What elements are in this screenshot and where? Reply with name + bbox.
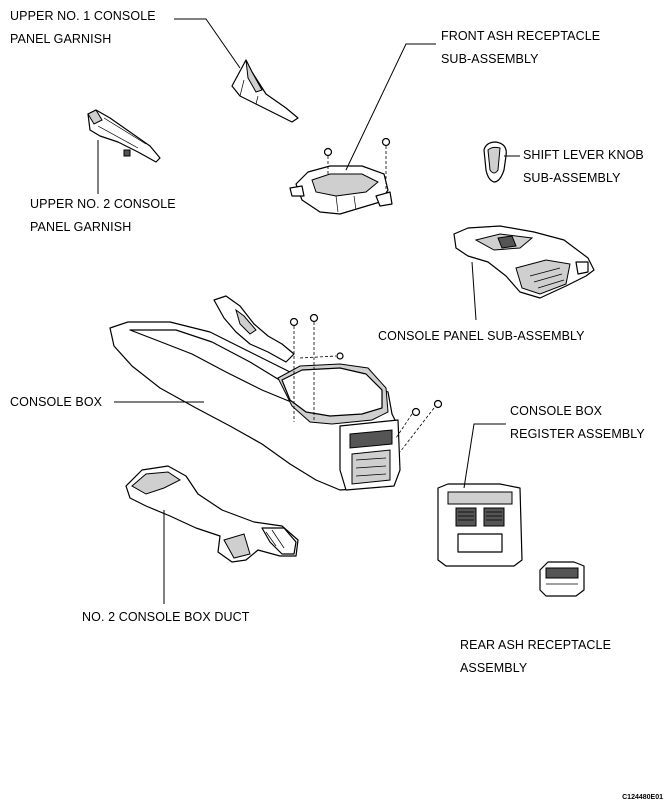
leader-console-panel [471,261,477,321]
label-console-box: CONSOLE BOX [10,395,103,409]
label-line: UPPER NO. 1 CONSOLE [10,9,156,23]
console-panel-sub-assembly-part [453,225,595,299]
label-line: SHIFT LEVER KNOB [523,148,644,162]
figure-id: C124480E01 [622,794,663,801]
leader-front-ash [345,43,436,171]
label-line: FRONT ASH RECEPTACLE [441,29,601,43]
no2-console-box-duct-part [125,465,299,563]
label-line: PANEL GARNISH [30,220,132,234]
label-front-ash-receptacle: FRONT ASH RECEPTACLE SUB-ASSEMBLY [441,25,600,71]
shift-lever-knob-part [483,141,507,183]
console-box-register-part [437,483,523,567]
label-console-panel-sub-assembly: CONSOLE PANEL SUB-ASSEMBLY [378,329,585,343]
label-line: ASSEMBLY [460,661,528,675]
label-upper-no2-console-panel-garnish: UPPER NO. 2 CONSOLE PANEL GARNISH [30,193,176,239]
label-line: UPPER NO. 2 CONSOLE [30,197,176,211]
label-console-box-register-assembly: CONSOLE BOX REGISTER ASSEMBLY [510,400,645,446]
front-ash-receptacle-part [289,137,393,215]
upper-no1-console-panel-garnish-part [231,59,299,123]
upper-no2-console-panel-garnish-part [87,109,161,163]
label-line: CONSOLE BOX [510,404,603,418]
leader-console-box-register [463,423,506,489]
rear-ash-receptacle-part [539,561,585,597]
label-upper-no1-console-panel-garnish: UPPER NO. 1 CONSOLE PANEL GARNISH [10,5,156,51]
label-line: REAR ASH RECEPTACLE [460,638,612,652]
leader-upper-no1 [174,18,241,69]
label-line: SUB-ASSEMBLY [441,52,539,66]
label-line: PANEL GARNISH [10,32,112,46]
label-shift-lever-knob: SHIFT LEVER KNOB SUB-ASSEMBLY [523,144,644,190]
label-no2-console-box-duct: NO. 2 CONSOLE BOX DUCT [82,610,250,624]
console-box-part [109,295,443,491]
label-line: SUB-ASSEMBLY [523,171,621,185]
label-line: REGISTER ASSEMBLY [510,427,645,441]
label-rear-ash-receptacle: REAR ASH RECEPTACLE ASSEMBLY [460,634,611,680]
